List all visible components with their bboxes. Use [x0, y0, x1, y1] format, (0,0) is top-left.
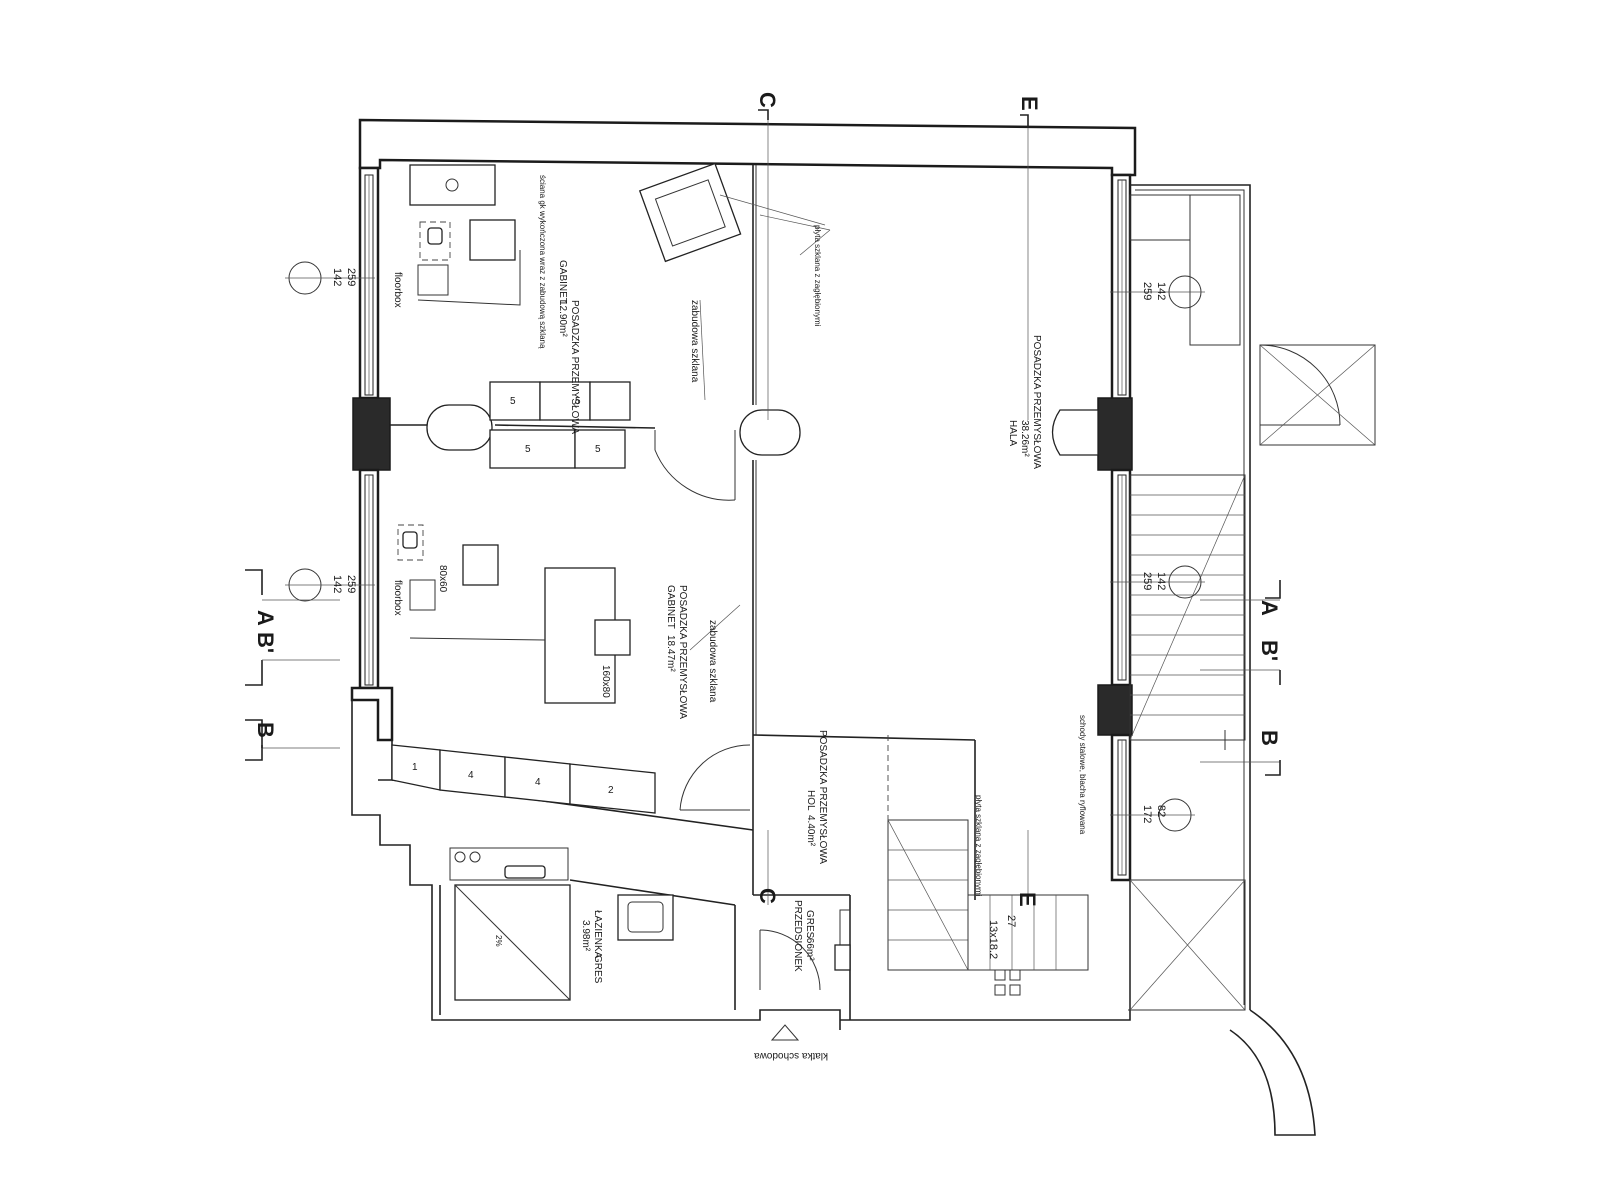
room-area: .66m²: [804, 935, 815, 961]
cabinet-label: 4: [535, 777, 541, 788]
dimension-label: 259: [1141, 282, 1153, 300]
section-label-c-bottom: C: [755, 888, 780, 904]
section-label-b-prime-right: B': [1257, 640, 1282, 661]
columns: [426, 404, 1099, 456]
room-name: HOL: [805, 790, 816, 811]
section-markers: A B' B A B' B C E E C: [245, 92, 1282, 907]
dimension-label: 259: [345, 268, 357, 286]
note-zabudowa-szklana: zabudowa szklana: [689, 300, 700, 383]
note-schody: schody stalowe, blacha ryflowana: [1078, 715, 1087, 835]
dimension-label: 172: [1141, 805, 1153, 823]
section-label-b-prime: B': [253, 632, 278, 653]
room-floor: POSADZKA PRZEMYSŁOWA: [817, 730, 828, 864]
cabinet-label: 2: [608, 785, 614, 796]
room-floor: POSADZKA PRZEMYSŁOWA: [677, 585, 688, 719]
room-floor: GRES: [804, 910, 815, 939]
windows: [364, 174, 1127, 876]
cabinet-label: 5: [575, 396, 581, 407]
note-plyta: płyta szklana z zagłębionymi: [974, 795, 983, 897]
doors: [654, 344, 1376, 991]
annotations: ściana gk wykończona wraz z zabudową szk…: [392, 175, 1087, 959]
cabinet-label: 5: [595, 444, 601, 455]
cabinets-upper: 5 5 5 5: [489, 381, 631, 469]
section-label-b: B: [253, 722, 278, 738]
dimension-label: 82: [1155, 805, 1167, 817]
note-klatka: klatka schodowa: [754, 1050, 828, 1061]
section-label-b-right: B: [1257, 730, 1282, 746]
section-label-e: E: [1017, 96, 1042, 111]
room-area: 3.98m²: [580, 920, 591, 952]
window-dimensions: 259 142 259 142 259 142 259 142 172 82: [331, 268, 1167, 823]
room-floor: POSADZKA PRZEMYSŁOWA: [1031, 335, 1042, 469]
note-zabudowa-szklana: zabudowa szklana: [707, 620, 718, 703]
stairs-depth: 27: [1005, 915, 1017, 927]
room-name: ŁAZIENKA: [592, 910, 603, 959]
section-label-e-bottom: E: [1015, 892, 1040, 907]
room-hol: HOL 4.40m² POSADZKA PRZEMYSŁOWA: [805, 730, 828, 864]
dimension-label: 142: [331, 575, 343, 593]
room-name: GABINET: [665, 585, 676, 629]
room-name: HALA: [1007, 420, 1018, 446]
note-floorbox: floorbox: [392, 580, 403, 616]
stairs-count: 13x18.2: [987, 920, 999, 959]
furniture-gabinet-bottom: [397, 524, 631, 704]
cabinet-label: 5: [525, 444, 531, 455]
section-label-c: C: [755, 92, 780, 108]
cabinet-label: 5: [510, 396, 516, 407]
dimension-label: 142: [331, 268, 343, 286]
room-hala: HALA 38.26m² POSADZKA PRZEMYSŁOWA: [1007, 335, 1042, 469]
staircase-entrance: klatka schodowa: [754, 1024, 828, 1061]
dimension-label: 142: [1155, 572, 1167, 590]
bath-slope: 2%: [494, 935, 503, 947]
dimension-label: 259: [1141, 572, 1153, 590]
stairs-center: [887, 735, 1089, 996]
room-name: GABINET: [557, 260, 568, 304]
dimension-label: 142: [1155, 282, 1167, 300]
cabinets-lower: 1 4 4 2: [391, 744, 656, 814]
section-label-a-right: A: [1257, 600, 1282, 616]
room-area: 38.26m²: [1019, 420, 1030, 457]
furniture-bathroom: [454, 851, 851, 1001]
note-floorbox: floorbox: [392, 272, 403, 308]
room-gabinet-bottom: GABINET 18.47m² POSADZKA PRZEMYSŁOWA: [665, 585, 688, 719]
desk-size: 160x80: [600, 665, 611, 698]
room-name: PRZEDSIONEK: [792, 900, 803, 972]
dimension-label: 259: [345, 575, 357, 593]
furniture-gabinet-top: [409, 162, 826, 306]
room-floor: POSADZKA PRZEMYSŁOWA: [569, 300, 580, 434]
room-floor: GRES: [592, 955, 603, 984]
note-sciana-gk: ściana gk wykończona wraz z zabudową szk…: [538, 175, 547, 349]
cabinet-label: 4: [468, 770, 474, 781]
room-gabinet-top: GABINET 12.90m² POSADZKA PRZEMYSŁOWA: [557, 260, 580, 434]
room-przedsionek: PRZEDSIONEK .66m² GRES: [792, 900, 815, 972]
room-area: 12.90m²: [557, 300, 568, 337]
section-label-a: A: [253, 610, 278, 626]
ramp-curve: [1229, 1009, 1316, 1136]
room-area: 18.47m²: [665, 635, 676, 672]
stairs-right: [1129, 194, 1246, 1011]
room-lazienka: ŁAZIENKA 3.98m² GRES: [580, 910, 603, 984]
room-area: 4.40m²: [805, 815, 816, 847]
cabinet-label: 1: [412, 762, 418, 773]
desk-size: 80x60: [437, 565, 448, 593]
note-plyta: płyta szklana z zagłębionymi: [813, 225, 822, 327]
window-dimension-markers: [285, 261, 1205, 832]
